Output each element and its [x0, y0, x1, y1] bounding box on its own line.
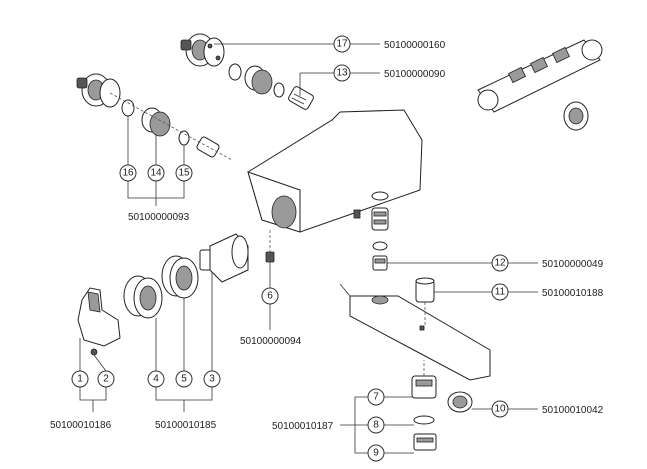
- part-8-seal: [413, 415, 435, 425]
- bath-spout: [339, 283, 491, 381]
- part-7-diverter: [411, 375, 437, 399]
- callout-14-label: 14: [150, 168, 162, 179]
- part-16-seal: [121, 99, 135, 117]
- callout-5-label: 5: [181, 374, 187, 385]
- part-17-seal-and-nut: [228, 63, 285, 98]
- part-2-screw: [90, 348, 98, 356]
- callout-12-label: 12: [494, 258, 506, 269]
- part-4-cover-ring: [123, 275, 163, 319]
- code-part-12: 50100000049: [542, 259, 604, 270]
- part-1-handle-lever: [77, 287, 121, 347]
- code-part-13: 50100000090: [384, 69, 446, 80]
- part-11-knob: [415, 277, 435, 303]
- part-13-check-valve: [288, 86, 314, 110]
- part-6-grub-screw: [265, 251, 275, 263]
- left-wall-connector: [76, 73, 121, 108]
- callout-9-label: 9: [373, 448, 379, 459]
- code-part-17: 50100000160: [384, 40, 446, 51]
- part-5-threaded-nut: [161, 255, 199, 299]
- callout-15-label: 15: [178, 168, 190, 179]
- callout-1-label: 1: [77, 374, 83, 385]
- callout-7-label: 7: [373, 392, 379, 403]
- callout-10-label: 10: [494, 404, 506, 415]
- callout-5: [175, 370, 193, 388]
- callout-16-label: 16: [122, 168, 134, 179]
- callout-3-label: 3: [209, 374, 215, 385]
- callout-10: [491, 400, 509, 418]
- part-14-nut: [141, 107, 171, 137]
- part-10-aerator: [447, 391, 473, 413]
- wall-bracket: [477, 39, 603, 113]
- part-12-diverter-cartridge: [371, 191, 389, 271]
- code-part-11: 50100010188: [542, 288, 604, 299]
- code-group-14-16: 50100000093: [128, 212, 190, 223]
- part-15-seal: [178, 130, 190, 146]
- mixer-body: [247, 109, 423, 233]
- callout-11-label: 11: [495, 287, 506, 298]
- callout-17-label: 17: [336, 39, 348, 50]
- callout-17: [333, 35, 351, 53]
- callout-12: [491, 254, 509, 272]
- callout-4-label: 4: [153, 374, 159, 385]
- code-part-6: 50100000094: [240, 336, 302, 347]
- part-3-thermostat-cartridge: [199, 233, 249, 283]
- callout-11: [491, 283, 509, 301]
- callout-13: [333, 64, 351, 82]
- callout-6-label: 6: [267, 291, 273, 302]
- code-group-7-9: 50100010187: [272, 421, 334, 432]
- code-part-10: 50100010042: [542, 405, 604, 416]
- code-group-3-5: 50100010185: [155, 420, 217, 431]
- callout-2-label: 2: [103, 374, 109, 385]
- part-17-wall-connector: [180, 33, 225, 67]
- part-9-nozzle: [413, 433, 437, 451]
- bracket-nut: [563, 101, 589, 131]
- callout-8-label: 8: [373, 420, 379, 431]
- callout-13-label: 13: [336, 68, 348, 79]
- code-group-1-2: 50100010186: [50, 420, 112, 431]
